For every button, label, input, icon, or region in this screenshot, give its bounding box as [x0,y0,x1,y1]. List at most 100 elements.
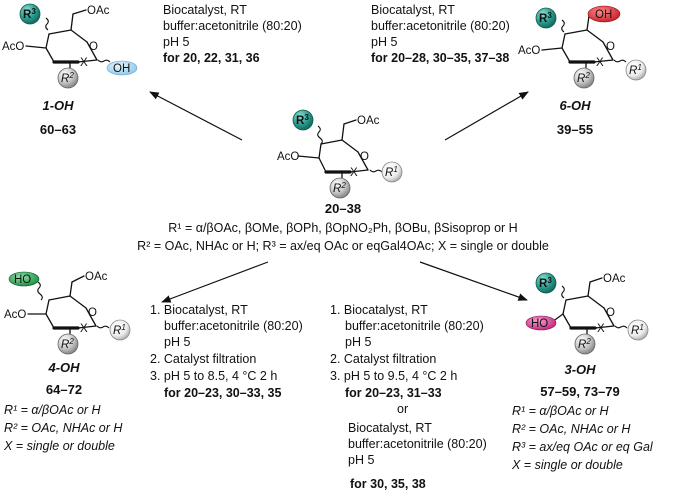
svg-text:R³ = ax/eq OAc or eq Gal: R³ = ax/eq OAc or eq Gal [512,440,654,454]
arrow-to-3oh [419,261,528,301]
oh-highlight [587,5,621,23]
svg-text:R1: R1 [631,323,644,337]
svg-text:pH 5: pH 5 [348,453,374,467]
svg-text:1. Biocatalyst, RT: 1. Biocatalyst, RT [150,303,248,317]
ch2oac-label: OAc [87,5,110,17]
svg-text:Biocatalyst, RT: Biocatalyst, RT [163,3,247,17]
svg-text:R3: R3 [296,113,309,127]
product-label-4oh: 4-OH [47,360,80,375]
conditions-1oh: Biocatalyst, RT buffer:acetonitrile (80:… [163,3,302,65]
r2-ball [57,67,79,89]
r2-ball [574,333,596,355]
svg-text:R2: R2 [61,337,74,351]
svg-text:R3: R3 [23,7,36,21]
molecule-1oh: R3 R2 OH OAc AcO O X [2,3,138,89]
center-r1-definition: R¹ = α/βOAc, βOMe, βOPh, βOpNO₂Ph, βOBu,… [168,221,517,235]
arrow-to-1oh [149,91,243,141]
ch2oac-label: OAc [85,271,108,283]
oh-label: OH [113,63,130,75]
r1-ball [625,59,647,81]
definitions-4oh: R¹ = α/βOAc or H R² = OAc, NHAc or H X =… [3,403,123,453]
r2-ball [573,67,595,89]
product-label-1oh: 1-OH [42,98,74,113]
product-numbers-1oh: 60–63 [40,122,76,137]
product-label-6oh: 6-OH [559,98,591,113]
product-numbers-4oh: 64–72 [46,382,82,397]
svg-text:for 20, 22, 31, 36: for 20, 22, 31, 36 [163,51,260,65]
svg-text:R2: R2 [577,71,590,85]
r1-ball [381,161,403,183]
ring-oxygen: O [606,41,615,53]
x-label: X [80,57,88,69]
svg-text:3. pH 5 to 8.5, 4 °C 2 h: 3. pH 5 to 8.5, 4 °C 2 h [150,369,277,383]
svg-text:pH 5: pH 5 [163,35,189,49]
conditions-3oh: 1. Biocatalyst, RT buffer:acetonitrile (… [330,303,487,491]
svg-text:pH 5: pH 5 [164,335,190,349]
svg-text:pH 5: pH 5 [345,335,371,349]
ch2oac-label: OAc [603,273,626,285]
svg-text:R² = OAc, NHAc or H: R² = OAc, NHAc or H [4,421,123,435]
aco-label: AcO [4,309,26,321]
center-r2-r3-definition: R² = OAc, NHAc or H; R³ = ax/eq OAc or e… [137,239,549,253]
svg-text:buffer:acetonitrile (80:20): buffer:acetonitrile (80:20) [163,19,302,33]
svg-text:Biocatalyst, RT: Biocatalyst, RT [371,3,455,17]
product-numbers-6oh: 39–55 [557,122,593,137]
svg-text:R2: R2 [578,337,591,351]
svg-text:R1: R1 [629,63,642,77]
or-separator: or [397,402,408,416]
svg-text:R2: R2 [333,181,346,195]
aco-label: AcO [518,45,540,57]
r3-ball [535,7,557,29]
product-numbers-3oh: 57–59, 73–79 [540,384,620,399]
svg-text:Biocatalyst, RT: Biocatalyst, RT [348,421,432,435]
product-label-3oh: 3-OH [564,362,596,377]
svg-text:X = single or double: X = single or double [511,458,623,472]
svg-text:1. Biocatalyst, RT: 1. Biocatalyst, RT [330,303,428,317]
svg-text:X = single or double: X = single or double [3,439,115,453]
ho-label: HO [531,318,548,330]
svg-text:R2: R2 [61,71,74,85]
r3-ball [292,109,314,131]
definitions-3oh: R¹ = α/βOAc or H R² = OAc, NHAc or H R³ … [511,404,654,472]
svg-text:for 20–23, 31–33: for 20–23, 31–33 [345,386,442,400]
svg-text:R¹ = α/βOAc or H: R¹ = α/βOAc or H [512,404,610,418]
svg-text:2. Catalyst filtration: 2. Catalyst filtration [330,352,436,366]
r1-ball [109,319,131,341]
svg-text:R² = OAc, NHAc or H: R² = OAc, NHAc or H [512,422,631,436]
x-label: X [350,167,358,179]
svg-text:3. pH 5 to 9.5, 4 °C 2 h: 3. pH 5 to 9.5, 4 °C 2 h [330,369,457,383]
center-molecule: R3 R2 R1 OAc AcO O X [277,109,403,199]
molecule-3oh: R3 HO R2 R1 OAc O X [525,272,649,355]
svg-text:R1: R1 [385,165,398,179]
svg-text:pH 5: pH 5 [371,35,397,49]
conditions-4oh: 1. Biocatalyst, RT buffer:acetonitrile (… [150,303,303,400]
ho-highlight [525,315,557,331]
svg-text:buffer:acetonitrile (80:20): buffer:acetonitrile (80:20) [164,319,303,333]
r3-ball [19,3,41,25]
conditions-6oh: Biocatalyst, RT buffer:acetonitrile (80:… [371,3,510,65]
svg-text:buffer:acetonitrile (80:20): buffer:acetonitrile (80:20) [345,319,484,333]
x-label: X [597,323,605,335]
ho-label: HO [14,274,31,286]
molecule-4oh: HO R2 R1 OAc AcO O X [4,271,131,355]
r3-ball [535,272,557,294]
svg-text:for 20–28, 30–35, 37–38: for 20–28, 30–35, 37–38 [371,51,509,65]
arrow-to-6oh [444,91,529,141]
ch2oac-label: OAc [357,115,380,127]
svg-text:R3: R3 [539,276,552,290]
oh-highlight [106,60,138,76]
svg-text:R3: R3 [539,11,552,25]
svg-text:for 30, 35, 38: for 30, 35, 38 [350,477,426,491]
r2-ball [57,333,79,355]
arrow-to-4oh [161,261,269,303]
center-compound-range: 20–38 [325,201,361,216]
ring-oxygen: O [88,307,97,319]
ring-oxygen: O [360,151,369,163]
aco-label: AcO [2,41,24,53]
oh-label: OH [595,9,612,21]
ring-oxygen: O [89,41,98,53]
x-label: X [80,323,88,335]
x-label: X [596,57,604,69]
ho-highlight [8,271,40,287]
